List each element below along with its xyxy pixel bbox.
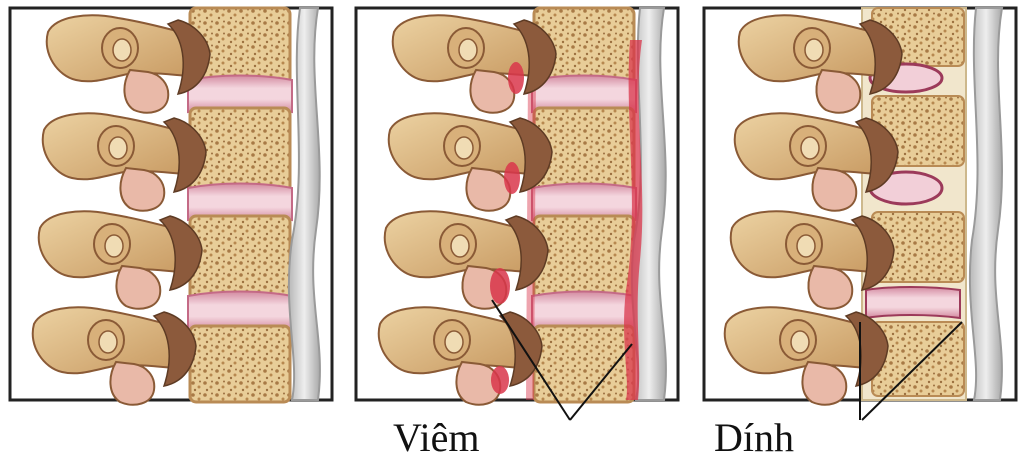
panel-adhesion <box>704 8 1016 420</box>
label-inflammation: Viêm <box>393 418 479 458</box>
disc-remnant <box>866 287 960 318</box>
panel-normal <box>10 8 332 405</box>
panel-inflammation <box>356 8 678 420</box>
label-adhesion: Dính <box>714 418 794 458</box>
